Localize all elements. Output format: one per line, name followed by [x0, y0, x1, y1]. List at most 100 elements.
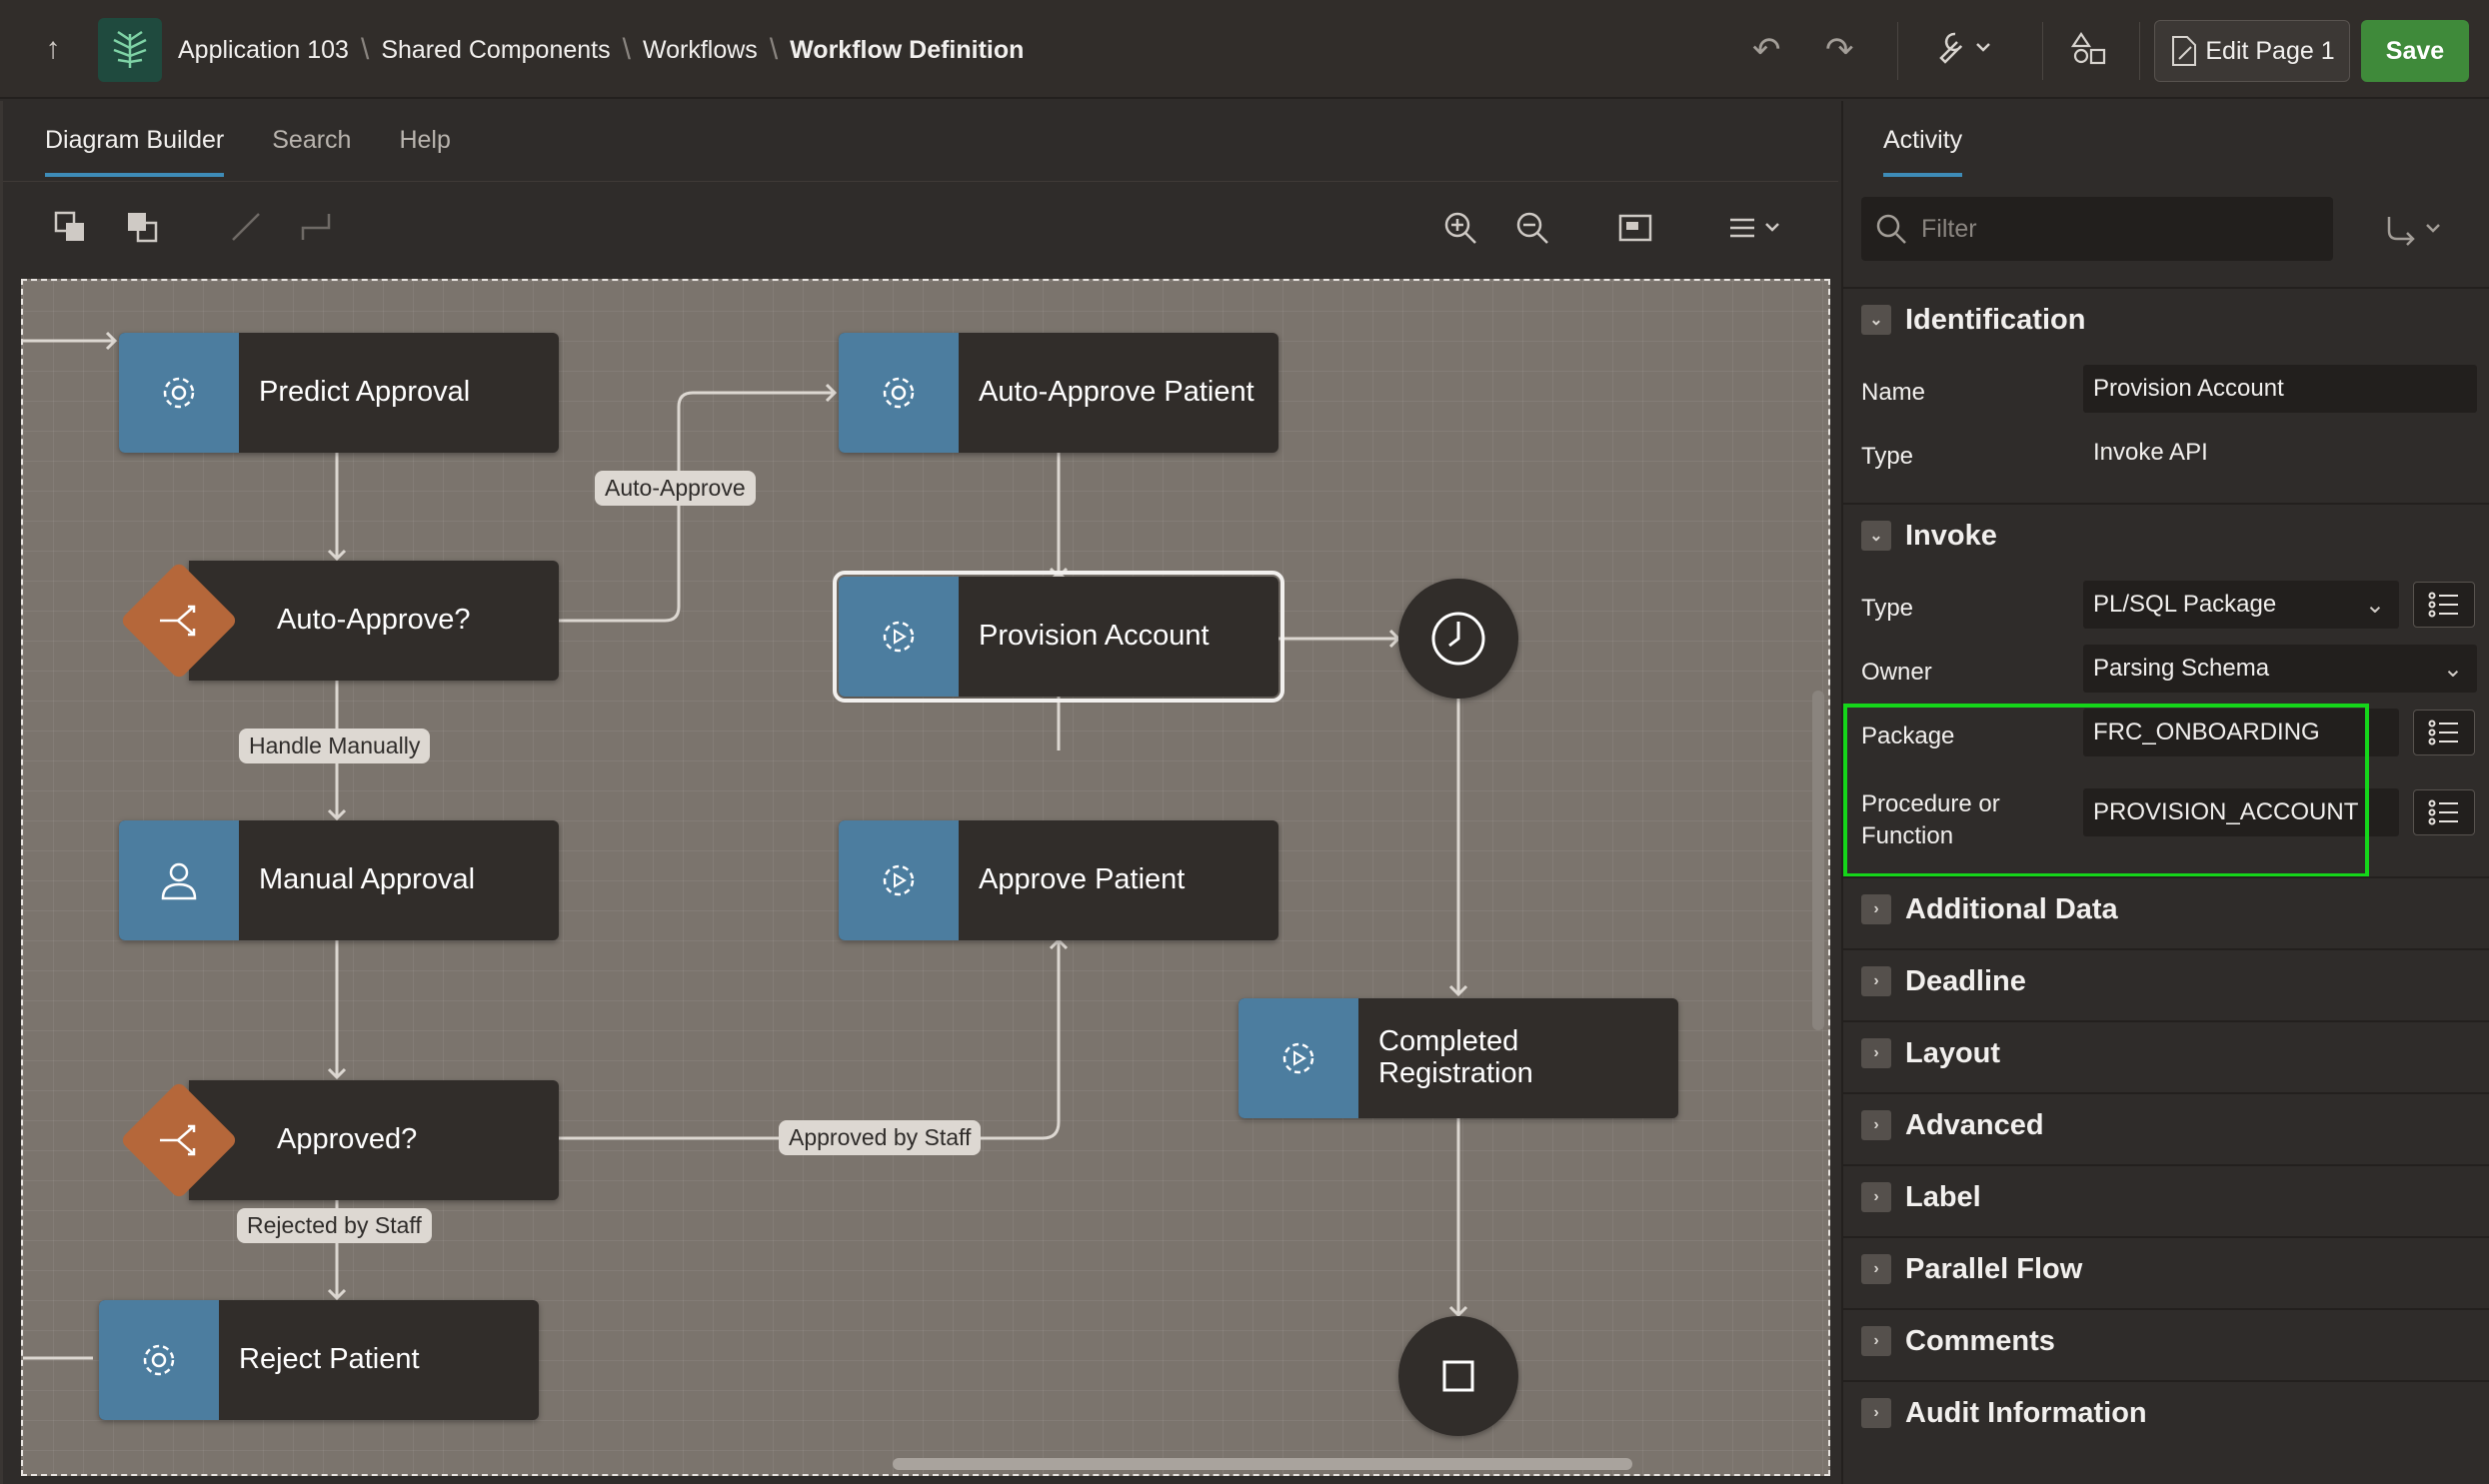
- tab-search[interactable]: Search: [272, 126, 352, 154]
- group-header[interactable]: ›Parallel Flow: [1843, 1236, 2489, 1300]
- group-header[interactable]: › Comments: [1843, 1308, 2489, 1372]
- api-gear-icon: [839, 577, 959, 697]
- list-icon[interactable]: [2413, 582, 2475, 628]
- bring-to-front-icon[interactable]: [53, 210, 87, 252]
- group-title: Identification: [1905, 303, 2086, 336]
- fit-to-screen-icon[interactable]: [1617, 210, 1653, 254]
- tab-activity[interactable]: Activity: [1883, 101, 1963, 179]
- toolbar-divider: [2042, 22, 2043, 80]
- group-parallel-flow[interactable]: ›Parallel Flow: [1843, 1236, 2489, 1300]
- horizontal-scrollbar[interactable]: [893, 1458, 1632, 1470]
- invoke-type-select[interactable]: PL/SQL Package ⌄: [2083, 581, 2399, 629]
- menu-icon[interactable]: [1726, 210, 1786, 254]
- go-to-group-icon[interactable]: [2383, 213, 2447, 252]
- undo-icon[interactable]: ↶: [1752, 31, 1781, 69]
- gateway-auto-approve-body[interactable]: Auto-Approve?: [189, 561, 559, 681]
- group-title: Comments: [1905, 1324, 2055, 1357]
- activity-auto-approve-patient[interactable]: Auto-Approve Patient: [839, 333, 1278, 453]
- end-event[interactable]: [1398, 1316, 1518, 1436]
- vertical-scrollbar[interactable]: [1812, 691, 1824, 1030]
- node-label: Manual Approval: [259, 863, 476, 896]
- straight-connector-icon[interactable]: [229, 210, 263, 252]
- name-field[interactable]: Provision Account: [2083, 365, 2477, 413]
- group-header[interactable]: ›Layout: [1843, 1020, 2489, 1084]
- edge-label-handle-manually[interactable]: Handle Manually: [239, 729, 431, 763]
- diagram-canvas[interactable]: Predict Approval Auto-Approve? Manual Ap…: [21, 279, 1830, 1476]
- gateway-approved-body[interactable]: Approved?: [189, 1080, 559, 1200]
- list-icon[interactable]: [2413, 710, 2475, 755]
- group-title: Invoke: [1905, 519, 1997, 552]
- tab-help[interactable]: Help: [399, 126, 451, 154]
- up-arrow-icon[interactable]: ↑: [45, 32, 61, 65]
- prop-label: Type: [1861, 443, 1914, 470]
- elbow-connector-icon[interactable]: [299, 210, 333, 252]
- group-advanced[interactable]: ›Advanced: [1843, 1092, 2489, 1156]
- node-label: Approved?: [277, 1123, 418, 1156]
- node-label: Approve Patient: [979, 863, 1186, 896]
- procedure-field[interactable]: PROVISION_ACCOUNT: [2083, 788, 2399, 836]
- activity-manual-approval[interactable]: Manual Approval: [119, 820, 559, 940]
- node-label: Provision Account: [979, 620, 1210, 653]
- diagram-toolbar: [3, 181, 1838, 277]
- group-title: Audit Information: [1905, 1396, 2147, 1429]
- prop-label: Package: [1861, 723, 1955, 749]
- filter-input[interactable]: Filter: [1861, 197, 2333, 261]
- select-value: PL/SQL Package: [2093, 591, 2277, 618]
- group-label[interactable]: ›Label: [1843, 1164, 2489, 1228]
- activity-reject-patient[interactable]: Reject Patient: [99, 1300, 539, 1420]
- gateway-approved[interactable]: [119, 1080, 239, 1200]
- redo-icon[interactable]: ↷: [1825, 31, 1854, 69]
- activity-completed-registration[interactable]: Completed Registration: [1239, 998, 1678, 1118]
- breadcrumb-shared-components[interactable]: Shared Components: [381, 35, 611, 64]
- group-header[interactable]: ›Deadline: [1843, 948, 2489, 1012]
- group-header[interactable]: ›Advanced: [1843, 1092, 2489, 1156]
- group-title: Layout: [1905, 1036, 2001, 1069]
- app-logo-icon[interactable]: [98, 18, 162, 82]
- send-to-back-icon[interactable]: [125, 210, 159, 252]
- edge-label-rejected-by-staff[interactable]: Rejected by Staff: [237, 1208, 432, 1243]
- group-invoke-header[interactable]: ⌄Invoke: [1843, 503, 2489, 567]
- chevron-right-icon: ›: [1861, 1326, 1891, 1356]
- diagram-pane: Diagram Builder Search Help: [0, 101, 1838, 1484]
- node-label: Predict Approval: [259, 376, 471, 409]
- edit-page-button[interactable]: Edit Page 1: [2154, 20, 2350, 82]
- edge-label-approved-by-staff[interactable]: Approved by Staff: [779, 1120, 982, 1155]
- prop-label: Procedure or Function: [1861, 790, 2000, 850]
- group-additional-data[interactable]: ›Additional Data: [1843, 876, 2489, 940]
- breadcrumb-separator: \: [360, 33, 370, 66]
- package-field[interactable]: FRC_ONBOARDING: [2083, 709, 2399, 756]
- group-comments[interactable]: › Comments: [1843, 1308, 2489, 1372]
- branch-icon: [119, 561, 239, 681]
- timer-event[interactable]: [1398, 579, 1518, 699]
- activity-approve-patient[interactable]: Approve Patient: [839, 820, 1278, 940]
- group-identification-header[interactable]: ⌄Identification: [1843, 287, 2489, 351]
- search-icon: [1876, 214, 1906, 244]
- group-layout[interactable]: ›Layout: [1843, 1020, 2489, 1084]
- chevron-right-icon: ›: [1861, 894, 1891, 924]
- activity-predict-approval[interactable]: Predict Approval: [119, 333, 559, 453]
- group-header[interactable]: ›Label: [1843, 1164, 2489, 1228]
- wrench-menu-icon[interactable]: [1931, 30, 1993, 75]
- zoom-out-icon[interactable]: [1514, 210, 1550, 254]
- zoom-in-icon[interactable]: [1442, 210, 1478, 254]
- activity-provision-account-selected[interactable]: Provision Account: [833, 571, 1284, 703]
- group-header[interactable]: ›Audit Information: [1843, 1380, 2489, 1444]
- edge-label-auto-approve[interactable]: Auto-Approve: [595, 471, 756, 506]
- breadcrumb: Application 103 \ Shared Components \ Wo…: [178, 30, 1024, 70]
- gear-icon: [119, 333, 239, 453]
- gateway-auto-approve-front: [119, 561, 239, 681]
- save-button[interactable]: Save: [2361, 20, 2469, 82]
- tab-diagram-builder[interactable]: Diagram Builder: [21, 101, 248, 179]
- owner-select[interactable]: Parsing Schema⌄: [2083, 645, 2477, 693]
- chevron-right-icon: ›: [1861, 966, 1891, 996]
- shared-components-icon[interactable]: [2070, 30, 2107, 75]
- group-deadline[interactable]: ›Deadline: [1843, 948, 2489, 1012]
- group-header[interactable]: ›Additional Data: [1843, 876, 2489, 940]
- breadcrumb-workflows[interactable]: Workflows: [642, 35, 758, 64]
- list-icon[interactable]: [2413, 789, 2475, 835]
- property-editor: Activity Filter ⌄Identification Name Pro…: [1841, 101, 2489, 1484]
- select-value: Parsing Schema: [2093, 655, 2270, 682]
- group-audit-information[interactable]: ›Audit Information: [1843, 1380, 2489, 1444]
- chevron-down-icon: ⌄: [2364, 591, 2385, 619]
- breadcrumb-app[interactable]: Application 103: [178, 35, 349, 64]
